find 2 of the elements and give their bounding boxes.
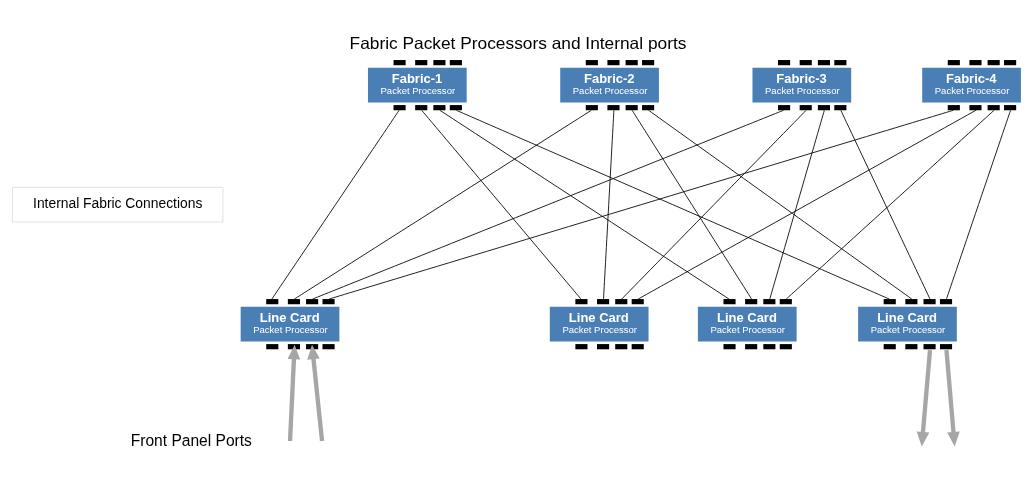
label: Front Panel Ports xyxy=(130,431,252,449)
diagram-title: Fabric Packet Processors and Internal ports xyxy=(349,32,687,53)
